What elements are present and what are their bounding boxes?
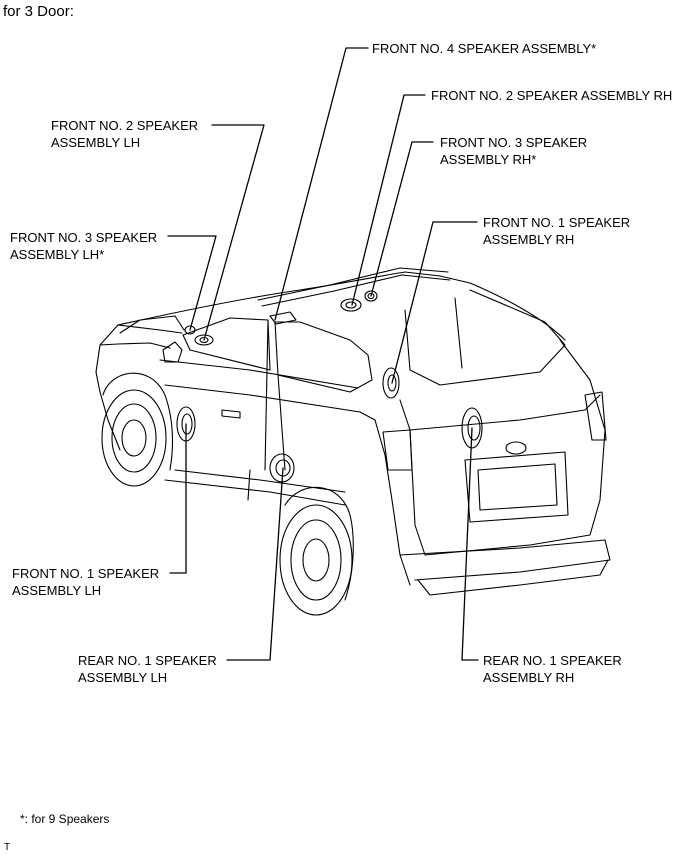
label-rear1-lh-line2: ASSEMBLY LH (78, 670, 168, 685)
speaker-front1-rh (382, 367, 400, 399)
label-front3-lh-line2: ASSEMBLY LH* (10, 247, 105, 262)
footnote: *: for 9 Speakers (20, 812, 110, 826)
label-front1-lh-line2: ASSEMBLY LH (12, 583, 102, 598)
speaker-front2-lh (194, 334, 214, 346)
label-front4-speaker: FRONT NO. 4 SPEAKER ASSEMBLY* (372, 41, 597, 56)
leader-rear1-rh (461, 427, 479, 661)
speaker-rear1-rh (461, 407, 483, 449)
label-front1-rh-line1: FRONT NO. 1 SPEAKER (483, 215, 631, 230)
label-front2-lh-line1: FRONT NO. 2 SPEAKER (51, 118, 199, 133)
leader-front1-rh (391, 221, 478, 384)
speaker-front3-lh (184, 325, 196, 335)
diagram-heading: for 3 Door: (3, 3, 74, 20)
leader-lines (167, 47, 479, 661)
label-rear1-rh-line1: REAR NO. 1 SPEAKER (483, 653, 622, 668)
leader-front2-rh (351, 94, 426, 306)
label-front3-lh-line1: FRONT NO. 3 SPEAKER (10, 230, 158, 245)
label-front1-lh-line1: FRONT NO. 1 SPEAKER (12, 566, 160, 581)
leader-rear1-lh (226, 467, 284, 661)
corner-mark: T (4, 842, 11, 853)
leader-front3-rh (370, 141, 434, 297)
label-rear1-rh-line2: ASSEMBLY RH (483, 670, 575, 685)
vehicle-body (95, 267, 611, 616)
speaker-front4 (269, 311, 297, 325)
label-front1-rh-line2: ASSEMBLY RH (483, 232, 575, 247)
speaker-front2-rh (340, 298, 362, 312)
leader-front1-lh (169, 423, 187, 574)
label-front2-rh-speaker: FRONT NO. 2 SPEAKER ASSEMBLY RH (431, 88, 673, 103)
label-rear1-lh-line1: REAR NO. 1 SPEAKER (78, 653, 217, 668)
leader-front2-lh (203, 124, 265, 341)
leader-front3-lh (167, 235, 217, 331)
label-front2-lh-line2: ASSEMBLY LH (51, 135, 141, 150)
leader-front4 (274, 47, 369, 321)
label-front3-rh-line1: FRONT NO. 3 SPEAKER (440, 135, 588, 150)
label-front3-rh-line2: ASSEMBLY RH* (440, 152, 537, 167)
